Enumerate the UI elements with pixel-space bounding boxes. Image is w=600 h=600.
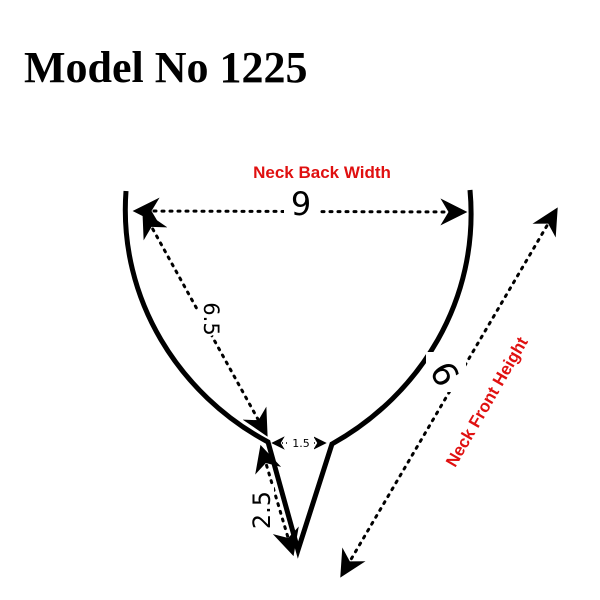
side-depth-value: 6.5 bbox=[199, 302, 223, 335]
v-depth-label-gap bbox=[248, 485, 274, 531]
model-title: Model No 1225 bbox=[24, 43, 308, 92]
v-depth-value: 2.5 bbox=[248, 491, 276, 529]
v-depth-dimension-line bbox=[255, 444, 299, 557]
side-depth-dimension-line bbox=[142, 210, 268, 437]
side-depth-label-gap bbox=[181, 293, 241, 345]
back-width-value: 9 bbox=[291, 185, 311, 223]
v-opening-value: 1.5 bbox=[292, 437, 310, 450]
back-width-label-gap bbox=[284, 192, 318, 226]
front-height-dimension-line bbox=[340, 207, 558, 578]
front-height-label-gap bbox=[426, 352, 466, 392]
neck-back-width-label: Neck Back Width bbox=[253, 163, 391, 182]
neck-outline bbox=[122, 189, 474, 559]
